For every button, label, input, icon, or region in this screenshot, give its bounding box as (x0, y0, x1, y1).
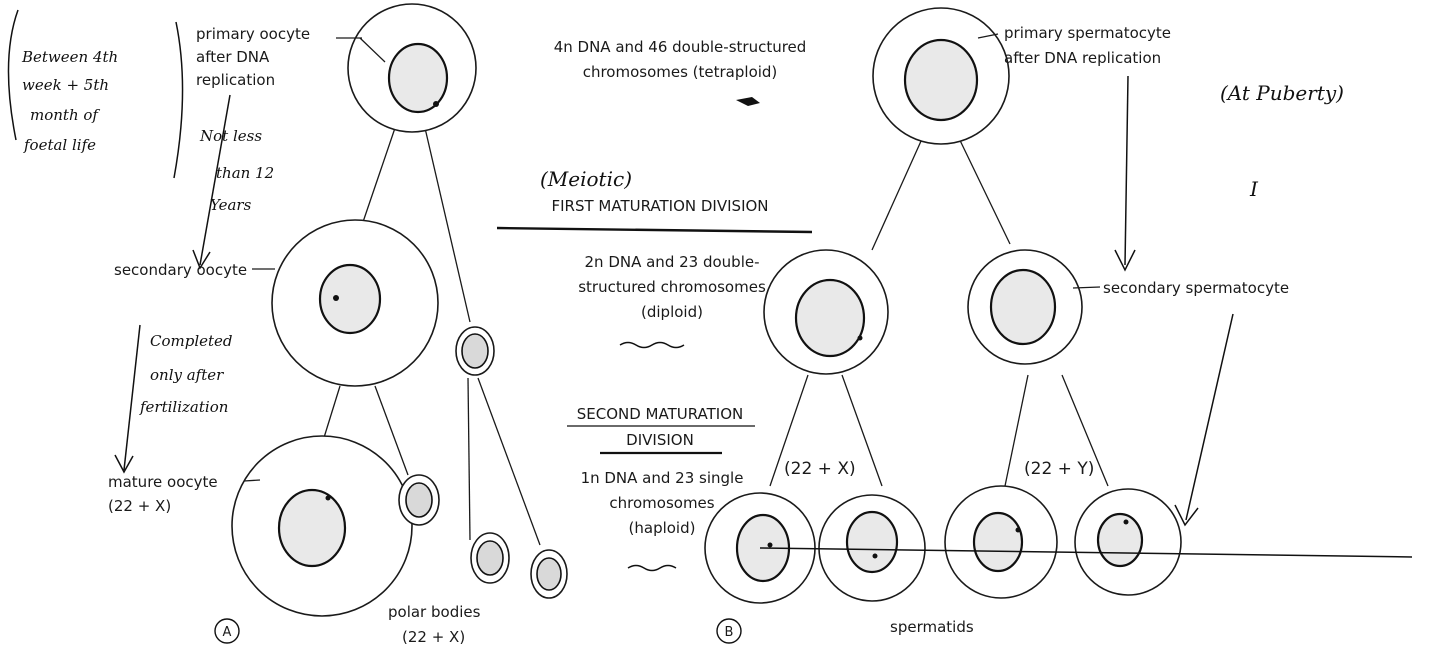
timing-note-2: week + 5th (22, 76, 109, 94)
spermatid-3 (944, 485, 1058, 599)
stage3-text-3: (haploid) (629, 519, 696, 537)
stage3-text-1: 1n DNA and 23 single (581, 469, 744, 487)
spermatid-4 (1074, 488, 1182, 596)
first-division-underline (496, 226, 813, 234)
secondary-spermatocyte-right (967, 249, 1083, 365)
primary-oocyte-label-1: primary oocyte (196, 25, 310, 43)
polar-body-second (398, 474, 440, 526)
timing-note-1: Between 4th (21, 48, 118, 66)
spermatid-2 (818, 494, 926, 602)
second-division-heading-2: DIVISION (626, 431, 694, 449)
tally-mark: I (1249, 177, 1259, 201)
puberty-note: (At Puberty) (1220, 81, 1344, 105)
secondary-oocyte-label: secondary oocyte (114, 261, 247, 279)
arrow-secondary-to-spermatids (1174, 313, 1234, 527)
secondary-oocyte (271, 219, 439, 387)
connector-secondary-to-mature-oocyte (321, 385, 341, 445)
panel-b-marker: B (716, 618, 742, 644)
spermatids-label: spermatids (890, 618, 974, 636)
secondary-spermatocyte-left (763, 249, 889, 375)
connector-left-to-spermatid-1 (769, 374, 809, 487)
primary-spermatocyte (872, 7, 1010, 145)
mature-oocyte-label: mature oocyte (108, 473, 218, 491)
connector-primary-to-secondary-oocyte (362, 127, 396, 223)
first-division-heading: FIRST MATURATION DIVISION (551, 197, 768, 215)
stage1-text-2: chromosomes (tetraploid) (583, 63, 778, 81)
arrow-primary-to-secondary-oocyte (192, 94, 231, 270)
hand-drawn-line (759, 547, 1413, 558)
primary-spermatocyte-label-1: primary spermatocyte (1004, 24, 1171, 42)
connector-primary-to-polar-body-1 (424, 127, 471, 323)
connector-polar-body-split-b (477, 377, 541, 546)
haploid-squiggle (627, 564, 677, 572)
connector-secondary-to-polar-body-2 (374, 385, 409, 476)
timing-note-4: foetal life (23, 136, 96, 154)
stage2-text-2: structured chromosomes (578, 278, 766, 296)
stage3-text-2: chromosomes (609, 494, 714, 512)
panel-a-marker: A (214, 618, 240, 644)
leader-secondary-spermatocyte (1072, 286, 1101, 289)
timing-right-bracket (173, 21, 184, 179)
primary-oocyte (347, 3, 477, 133)
diploid-squiggle (619, 341, 685, 349)
secondary-spermatocyte-label: secondary spermatocyte (1103, 279, 1289, 297)
second-division-heading-1: SECOND MATURATION (577, 405, 744, 423)
connector-right-to-spermatid-4 (1061, 374, 1109, 487)
polar-bodies-label: polar bodies (388, 603, 481, 621)
arrow-secondary-to-mature-oocyte (114, 324, 141, 474)
polar-body-first (455, 326, 495, 376)
spermatid-pair-right-karyotype: (22 + Y) (1024, 459, 1094, 479)
stage2-text-1: 2n DNA and 23 double- (585, 253, 760, 271)
connector-left-to-spermatid-2 (841, 374, 883, 487)
connector-right-to-spermatid-3 (1004, 374, 1029, 487)
completion-note-3: fertilization (139, 398, 228, 416)
leader-primary-oocyte-2 (359, 37, 386, 63)
stage2-text-3: (diploid) (641, 303, 703, 321)
interval-note-1: Not less (199, 127, 262, 145)
leader-mature-oocyte (243, 479, 261, 482)
meiotic-note: (Meiotic) (540, 167, 632, 191)
svg-text:B: B (725, 625, 734, 640)
completion-note-2: only after (150, 366, 224, 384)
svg-text:A: A (223, 625, 232, 640)
connector-primary-to-left-spermatocyte (871, 129, 927, 251)
stage1-text-1: 4n DNA and 46 double-structured (554, 38, 807, 56)
primary-oocyte-label-2: after DNA (196, 48, 270, 66)
arrow-primary-to-secondary-spermatocyte (1114, 75, 1136, 272)
timing-note-3: month of (30, 106, 100, 124)
spermatid-pair-left-karyotype: (22 + X) (784, 459, 856, 479)
mature-oocyte-karyotype: (22 + X) (108, 497, 171, 515)
polar-bodies-karyotype: (22 + X) (402, 628, 465, 646)
completion-note-1: Completed (150, 332, 233, 350)
interval-note-3: Years (210, 196, 252, 214)
ink-smudge (736, 97, 760, 106)
polar-body-fourth (530, 549, 568, 599)
primary-oocyte-label-3: replication (196, 71, 275, 89)
primary-spermatocyte-label-2: after DNA replication (1004, 49, 1161, 67)
connector-polar-body-split-a (467, 377, 471, 541)
mature-oocyte (231, 435, 413, 617)
connector-primary-to-right-spermatocyte (954, 129, 1011, 245)
interval-note-2: than 12 (216, 164, 274, 182)
polar-body-third (470, 532, 510, 584)
leader-primary-spermatocyte (977, 33, 999, 39)
timing-left-bracket (7, 9, 19, 141)
